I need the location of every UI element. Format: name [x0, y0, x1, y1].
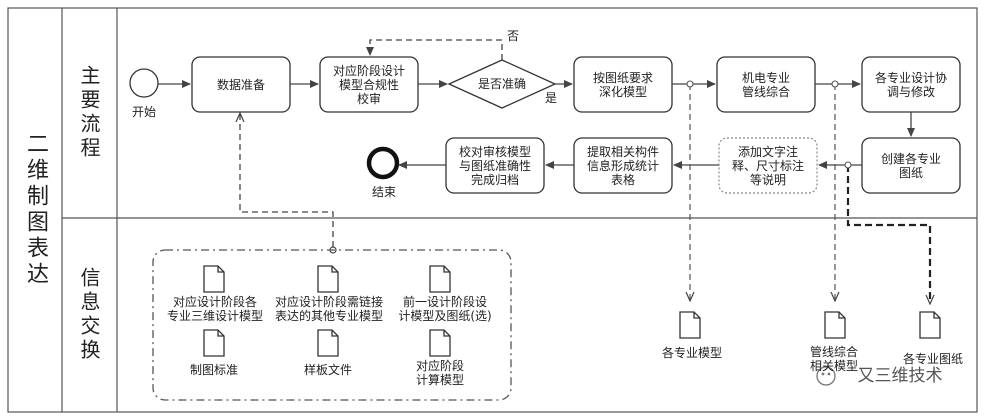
- start-label: 开始: [131, 105, 156, 119]
- archive-label: 校对审核模型 与图纸准确性 完成归档: [458, 144, 531, 187]
- document-icon: [429, 329, 451, 357]
- lane-title-info: 信息交换: [77, 267, 101, 363]
- annotate-label: 添加文字注 释、尺寸标注 等说明: [731, 144, 804, 187]
- input-doc-label: 对应阶段 计算模型: [415, 359, 464, 387]
- input-doc-label: 对应设计阶段需链接 表达的其他专业模型: [274, 295, 383, 323]
- pool-title: 二维制图表达: [23, 132, 48, 288]
- wechat-logo-icon: [816, 366, 836, 386]
- watermark-text: 又三维技术: [857, 366, 943, 386]
- stats-label: 提取相关构件 信息形成统计 表格: [586, 144, 659, 187]
- end-event: [366, 146, 400, 180]
- deepen-label: 按图纸要求 深化模型: [592, 70, 653, 99]
- output-doc-label: 各专业模型: [661, 346, 722, 360]
- lane-title-main: 主要流程: [77, 65, 101, 161]
- gateway-accuracy: [447, 59, 557, 109]
- flow-label-no: 否: [506, 29, 519, 43]
- document-icon: [429, 265, 451, 293]
- task-annotate: [718, 137, 818, 194]
- create-drawings-label: 创建各专业 图纸: [880, 151, 941, 180]
- input-doc-label: 对应设计阶段各 专业三维设计模型: [166, 295, 263, 323]
- document-icon: [679, 311, 701, 339]
- coordinate-label: 各专业设计协 调与修改: [874, 70, 947, 99]
- document-icon: [317, 265, 339, 293]
- input-document-group: [152, 249, 512, 401]
- output-doc-label: 各专业图纸: [902, 352, 963, 366]
- gateway-label: 是否准确: [477, 77, 526, 91]
- data-prep-label: 数据准备: [216, 77, 265, 92]
- input-doc-label: 样板文件: [303, 363, 352, 377]
- document-icon: [919, 311, 941, 339]
- assoc-inputs-to-data-prep: [240, 114, 334, 247]
- output-doc-label: 管线综合 相关模型: [809, 345, 858, 373]
- input-doc-label: 制图标准: [189, 363, 238, 377]
- start-event: [129, 68, 159, 98]
- assoc-to-drawings: [846, 165, 930, 303]
- document-icon: [824, 311, 846, 339]
- flow-label-yes: 是: [544, 91, 557, 105]
- document-icon: [317, 329, 339, 357]
- end-label: 结束: [371, 185, 396, 199]
- flow-no-loop: [366, 39, 503, 60]
- document-icon: [203, 265, 225, 293]
- compliance-check-label: 对应阶段设计 模型合规性 校审: [332, 63, 405, 106]
- document-icon: [203, 329, 225, 357]
- mep-label: 机电专业 管线综合: [741, 70, 790, 99]
- input-doc-label: 前一设计阶段设 计模型及图纸(选): [398, 295, 492, 323]
